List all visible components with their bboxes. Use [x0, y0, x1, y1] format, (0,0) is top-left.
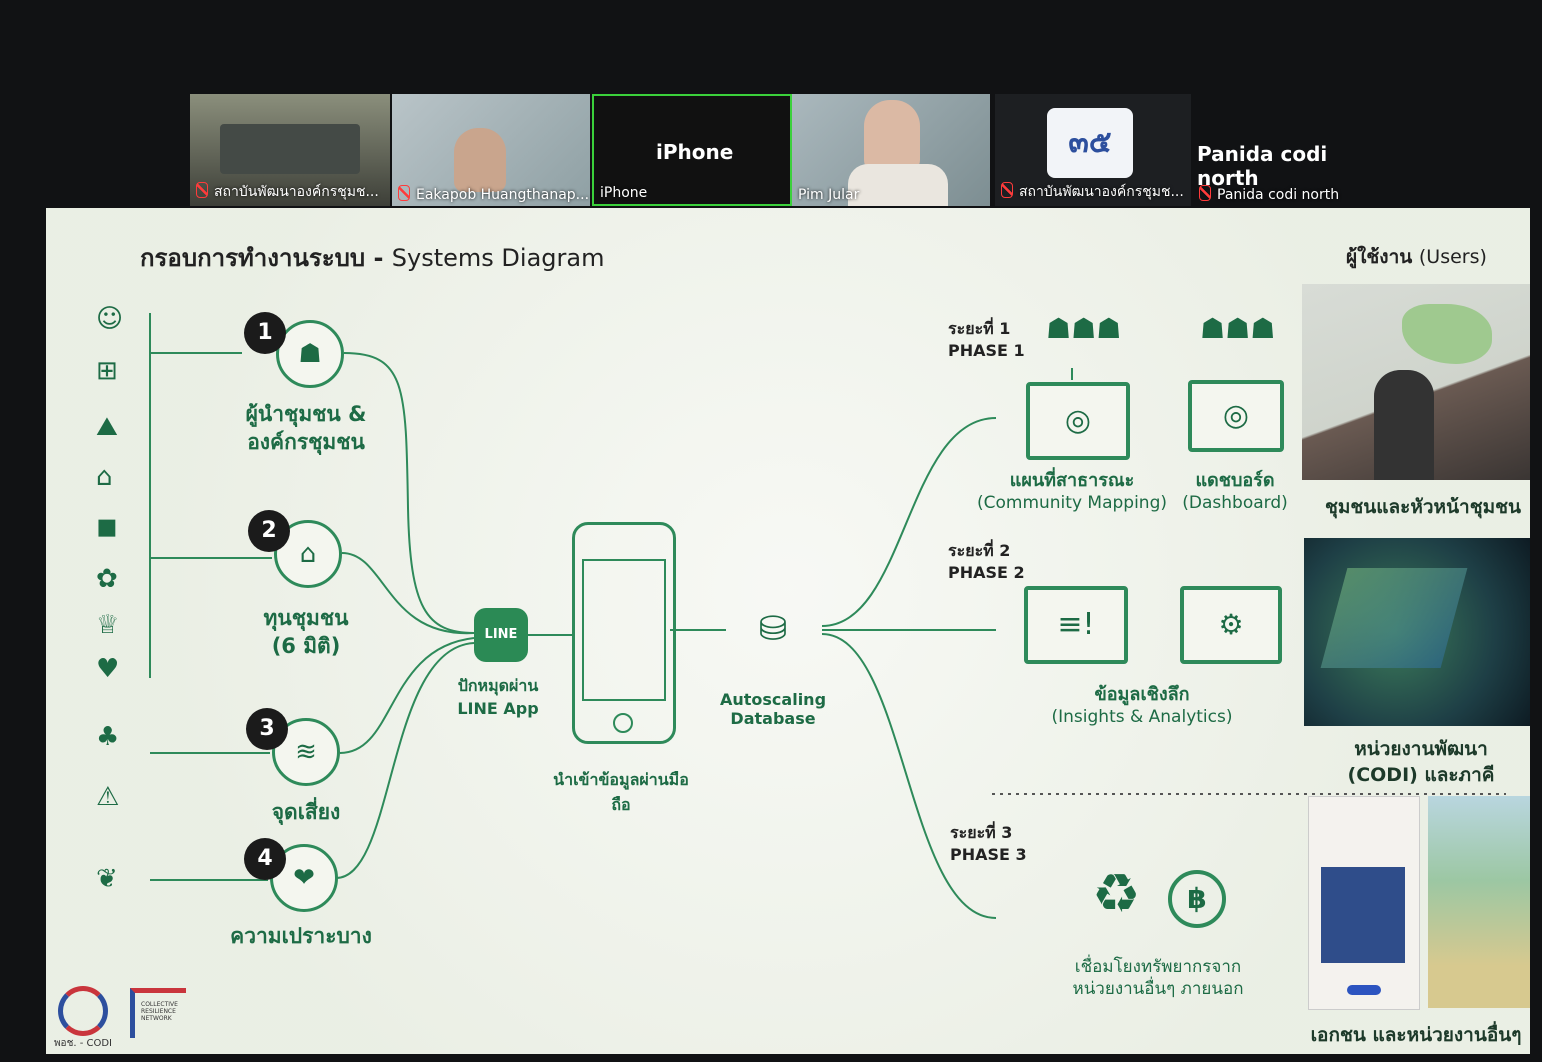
codi-map-table-photo [1304, 538, 1530, 726]
category-label: ทุนชุมชน(6 มิติ) [263, 606, 349, 658]
step-number-badge: 2 [248, 510, 290, 552]
participant-tile-3-active[interactable]: iPhone iPhone [592, 94, 792, 206]
user-group-3-label: เอกชน และหน่วยงานอื่นๆ [1310, 1024, 1522, 1046]
participant-tile-4[interactable]: Pim Jular [792, 94, 990, 206]
participant-name: Eakapob Huangthanap... [398, 185, 589, 203]
institution-icon: ⌂ [96, 462, 113, 492]
participant-video-face [454, 128, 506, 192]
community-group-icon: ☗☗☗ [1046, 312, 1122, 345]
step-number-badge: 1 [244, 312, 286, 354]
participant-tile-5[interactable]: ๓๕ สถาบันพัฒนาองค์กรชุมช... [995, 94, 1191, 206]
participant-center-label: iPhone [656, 140, 734, 164]
bag-icon: ◼ [96, 512, 118, 542]
participant-video-face [864, 100, 920, 172]
participant-tile-2[interactable]: Eakapob Huangthanap... [392, 94, 590, 206]
insights-caption: ข้อมูลเชิงลึก(Insights & Analytics) [1051, 684, 1233, 727]
external-dashboard-screenshots [1308, 796, 1530, 1012]
participant-name: สถาบันพัฒนาองค์กรชุมช... [1001, 181, 1184, 203]
heart-icon: ♥ [96, 654, 120, 684]
landscape-icon: ⛰ [96, 412, 118, 442]
connector-lines [149, 313, 1506, 919]
external-resources-caption: เชื่อมโยงทรัพยากรจากหน่วยงานอื่นๆ ภายนอก [1072, 957, 1244, 999]
projected-map-image [1402, 304, 1492, 364]
dashboard-devices-icon: ◎ [1188, 380, 1284, 452]
participant-tile-1[interactable]: สถาบันพัฒนาองค์กรชุมช... [190, 94, 390, 206]
community-leaders-icon: ☗ [276, 320, 344, 388]
mic-muted-icon [196, 182, 208, 198]
presenter-figure [1374, 370, 1434, 480]
community-mapping-caption: แผนที่สาธารณะ(Community Mapping) [976, 470, 1167, 513]
mic-muted-icon [1199, 185, 1211, 201]
user-group-1-label: ชุมชนและหัวหน้าชุมชน [1324, 496, 1522, 518]
step-number-badge: 4 [244, 838, 286, 880]
home-button-icon [613, 713, 633, 733]
category-label: ผู้นำชุมชน &องค์กรชุมชน [245, 402, 367, 454]
participant-name: Panida codi north [1199, 185, 1339, 203]
slide-title: กรอบการทำงานระบบ - Systems Diagram [140, 244, 605, 272]
interactive-map-overlay [1320, 568, 1468, 668]
mic-muted-icon [1001, 182, 1013, 198]
category-label: ความเปราะบาง [230, 924, 372, 948]
category-label: จุดเสี่ยง [271, 800, 341, 824]
star-group-icon: ☗☗☗ [1200, 312, 1276, 345]
codi-logo-avatar: ๓๕ [1047, 108, 1133, 178]
trophy-icon: ♕ [96, 610, 120, 640]
user-group-2-label: หน่วยงานพัฒนา(CODI) และภาคี [1347, 738, 1495, 786]
analytics-settings-icon: ⚙ [1180, 586, 1282, 664]
map-screen-icon [582, 559, 666, 701]
users-title: ผู้ใช้งาน (Users) [1346, 246, 1487, 268]
culture-icon: ✿ [96, 564, 118, 594]
insights-monitor-icon: ≡! [1024, 586, 1128, 664]
participant-name: Pim Jular [798, 187, 860, 203]
participant-video-body [848, 164, 948, 206]
community-mapping-monitor-icon: ◎ [1026, 382, 1130, 460]
database-icon: ⛁ [758, 609, 788, 649]
phone-label: นำเข้าข้อมูลผ่านมือถือ [553, 770, 689, 814]
report-screenshot [1308, 796, 1420, 1010]
codi-logo: พอช. - CODI [48, 986, 118, 1049]
codi-logo-mark [58, 986, 108, 1036]
mic-muted-icon [398, 185, 410, 201]
person-location-icon: ☺ [96, 304, 124, 334]
line-app-icon: LINE [474, 608, 528, 662]
elephant-warning-icon: ⚠ [96, 782, 120, 812]
baht-coin-icon: ฿ [1168, 870, 1226, 928]
tree-roots-icon: ♣ [96, 722, 120, 752]
crn-logo: COLLECTIVE RESILIENCE NETWORK [130, 988, 186, 1038]
recycle-icon: ♻ [1092, 862, 1141, 925]
participant-tile-6[interactable]: Panida codi north Panida codi north [1193, 94, 1393, 206]
mobile-phone-icon [572, 522, 676, 744]
dashboard-caption: แดชบอร์ด(Dashboard) [1182, 470, 1288, 513]
participant-name: iPhone [600, 185, 648, 201]
participant-center-label: Panida codi north [1197, 142, 1328, 190]
community-leader-photo [1302, 284, 1530, 480]
map-screenshot [1428, 796, 1530, 1008]
hands-heart-icon: ❦ [96, 864, 118, 894]
shared-screen-slide: กรอบการทำงานระบบ - Systems Diagram ☺ ⊞ ⛰… [46, 208, 1530, 1054]
step-number-badge: 3 [246, 708, 288, 750]
participant-name: สถาบันพัฒนาองค์กรชุมช... [196, 181, 379, 203]
org-chart-icon: ⊞ [96, 356, 118, 386]
meeting-room-video [220, 124, 360, 174]
